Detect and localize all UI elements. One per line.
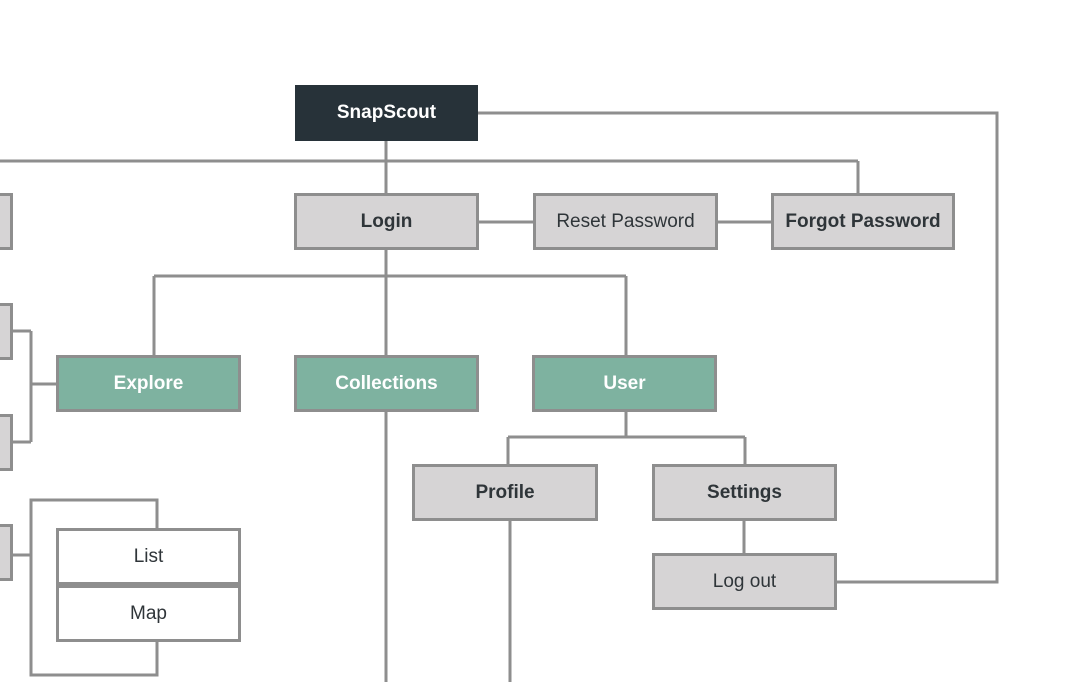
node-explore: Explore — [56, 355, 241, 412]
node-profile: Profile — [412, 464, 598, 521]
node-snapscout: SnapScout — [295, 85, 478, 141]
connector-listmap-bracket — [29, 498, 159, 677]
node-map: Map — [56, 585, 241, 642]
offscreen-node-3 — [0, 414, 13, 471]
node-collections: Collections — [294, 355, 479, 412]
offscreen-node-4 — [0, 524, 13, 581]
node-user: User — [532, 355, 717, 412]
offscreen-node-2 — [0, 303, 13, 360]
node-reset-password: Reset Password — [533, 193, 718, 250]
node-list: List — [56, 528, 241, 585]
node-forgot-password: Forgot Password — [771, 193, 955, 250]
connector-root-logout — [478, 111, 999, 584]
node-settings: Settings — [652, 464, 837, 521]
node-log-out: Log out — [652, 553, 837, 610]
offscreen-node-1 — [0, 193, 13, 250]
node-login: Login — [294, 193, 479, 250]
